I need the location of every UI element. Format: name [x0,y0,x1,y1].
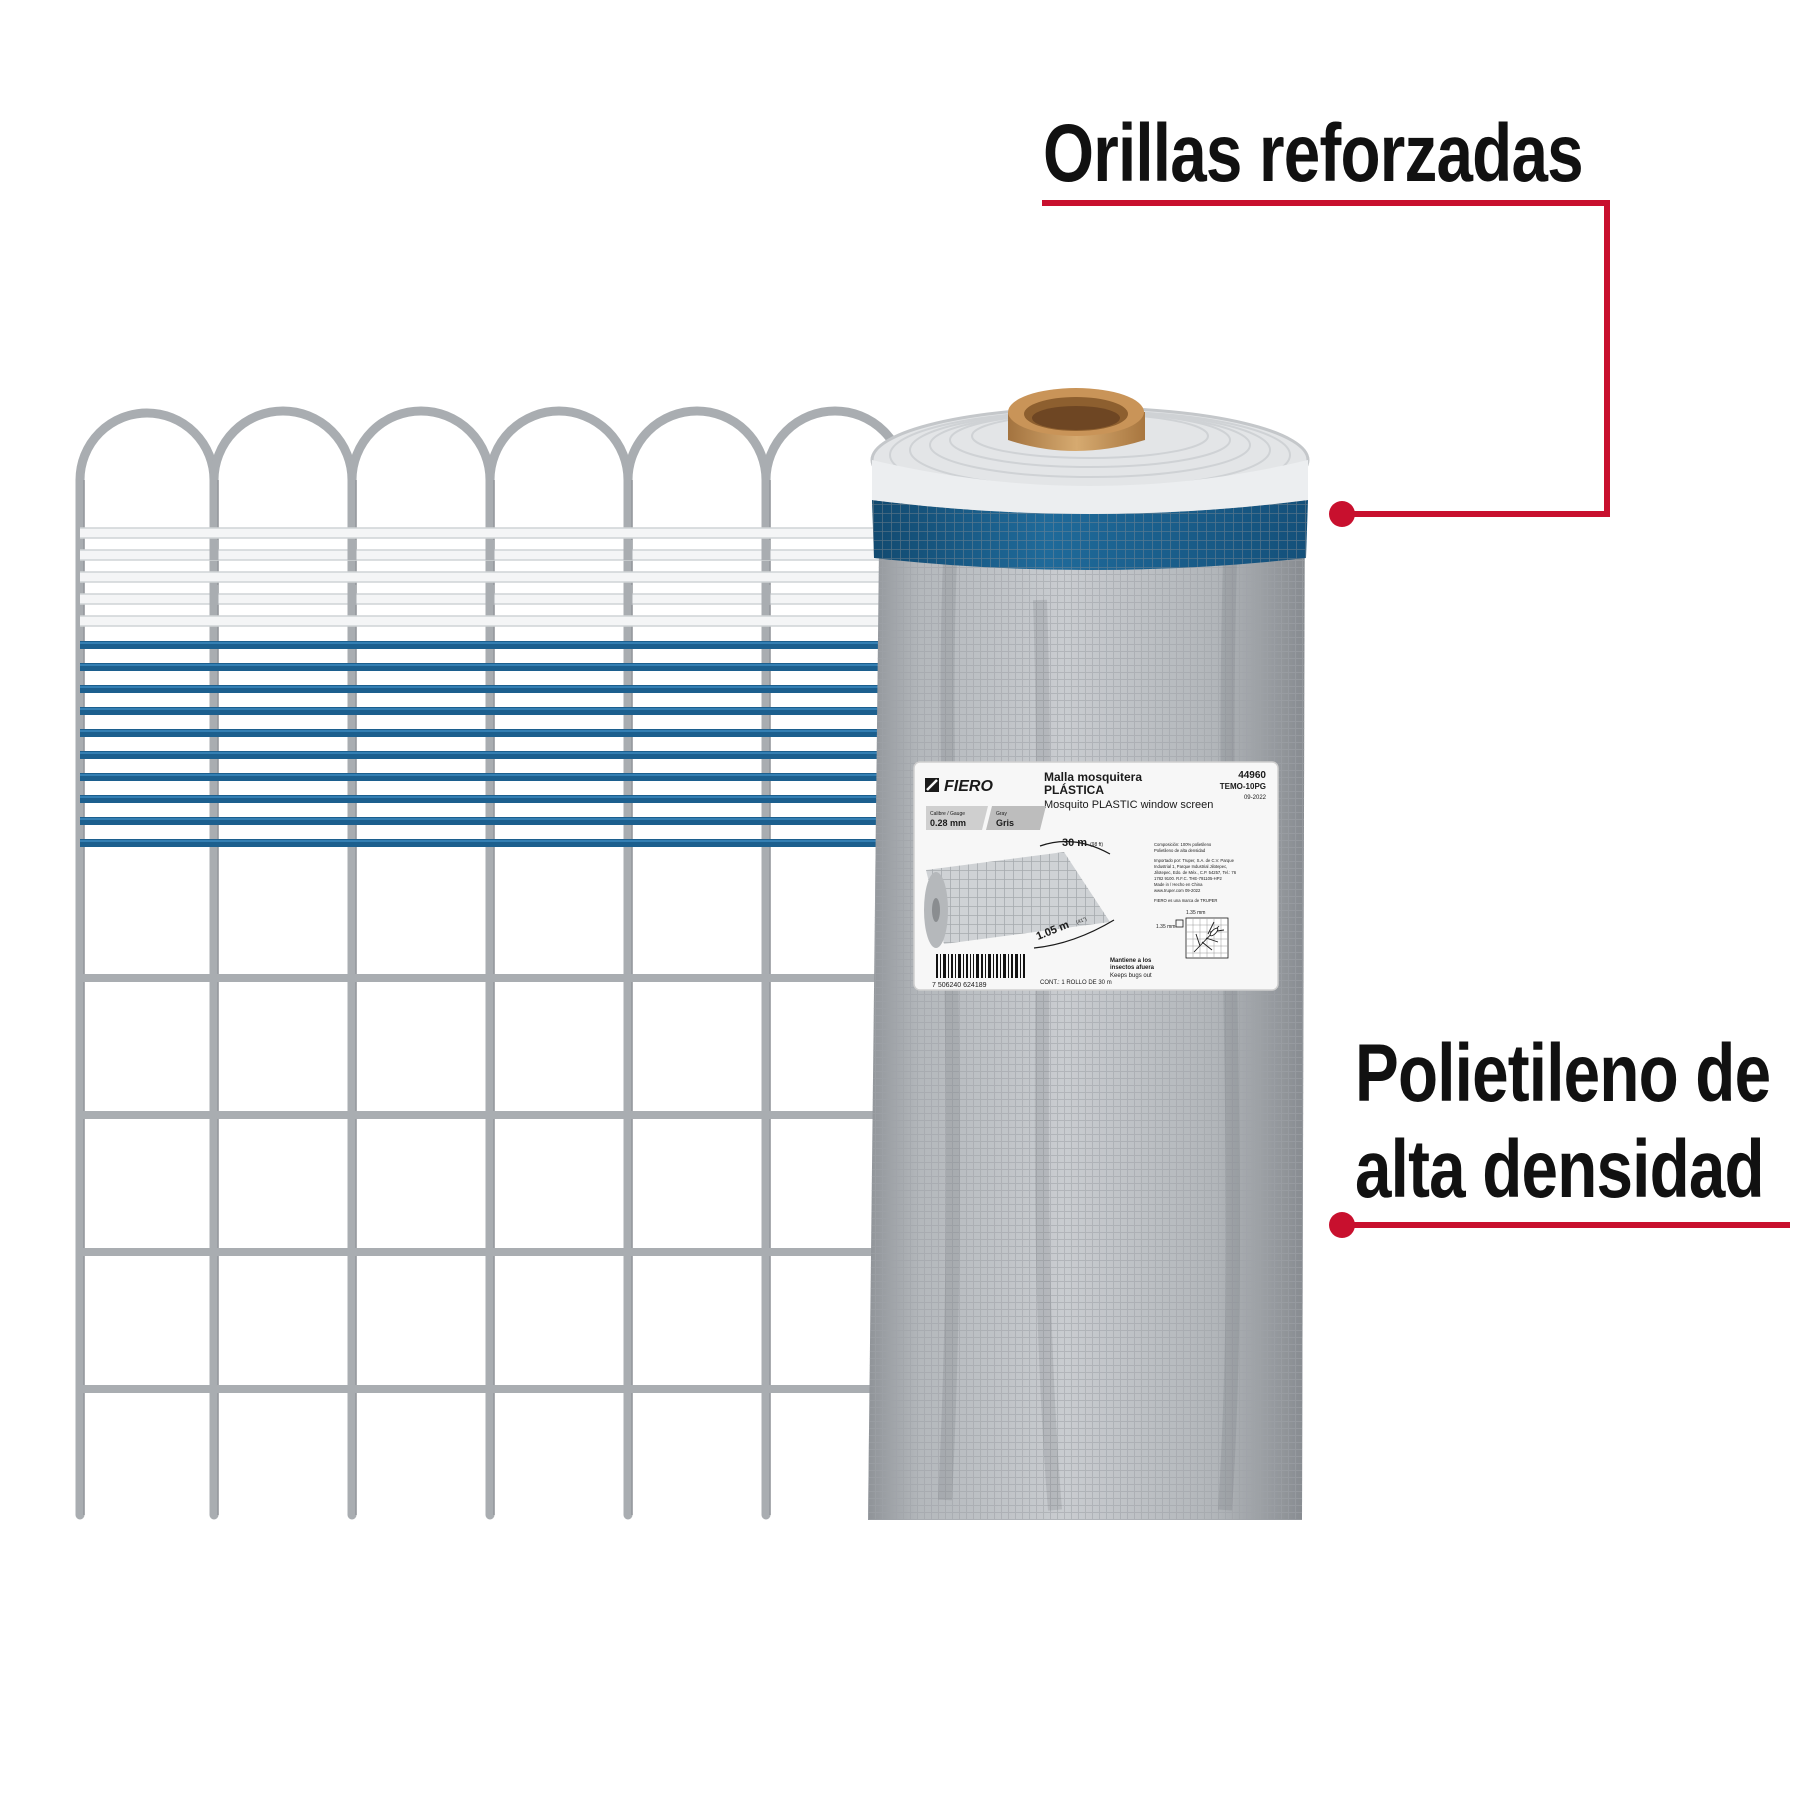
product-title-es: Malla mosquitera [1044,770,1142,784]
svg-text:Made in / Hecho en China: Made in / Hecho en China [1154,882,1203,887]
roll-illustration: 30 m (98 ft) 1.05 m (41") [924,837,1115,949]
callout-material-line1: Polietileno de [1355,1028,1771,1119]
svg-text:Industrial 1, Parque Industria: Industrial 1, Parque Industrial Jilotepe… [1154,864,1227,869]
gauge-value: 0.28 mm [930,818,966,828]
blue-strand-highlight [80,642,880,842]
callout-material-line2: alta densidad [1355,1124,1765,1215]
product-label: FIERO Malla mosquitera PLÁSTICA Mosquito… [913,761,1279,991]
svg-text:Importado por: Truper, S.A. de: Importado por: Truper, S.A. de C.V. Parq… [1154,858,1235,863]
color-value: Gris [996,818,1014,828]
barcode [936,954,1025,978]
benefit-en: Keeps bugs out [1110,973,1152,979]
callout-bottom-line [1329,1212,1790,1238]
length-value: 30 m [1062,837,1087,849]
callout-bottom-dot [1329,1212,1355,1238]
svg-text:Jilotepec, Edo. de Méx., C.P.: Jilotepec, Edo. de Méx., C.P. 54257, Tel… [1154,870,1237,875]
callout-reinforced-edges: Orillas reforzadas [1043,108,1584,199]
gauge-label: Calibre / Gauge [930,811,965,817]
benefit-es-2: insectos afuera [1110,965,1155,971]
svg-text:1782 9100. R.F.C. THE-791105-H: 1782 9100. R.F.C. THE-791105-HP2 [1154,876,1222,881]
mesh-size-v: 1.35 mm [1156,924,1175,930]
white-strands [80,528,880,626]
mesh-size-diagram: 1.35 mm 1.35 mm [1156,910,1229,959]
length-ft: (98 ft) [1090,842,1103,848]
brand-text: FIERO [944,778,993,795]
fiero-logo: FIERO [925,778,993,795]
label-fine-print: Composición: 100% polietileno Polietilen… [1154,842,1237,903]
spec-boxes: Calibre / Gauge 0.28 mm Gray Gris [926,806,1046,830]
product-title-es-2: PLÁSTICA [1044,782,1104,797]
benefit-es-1: Mantiene a los [1110,958,1152,964]
content-text: CONT.: 1 ROLLO DE 30 m [1040,980,1112,986]
svg-text:FIERO es una marca de TRUPER: FIERO es una marca de TRUPER [1154,898,1217,903]
barcode-number: 7 506240 624189 [932,982,987,989]
width-in: (41") [1076,916,1088,926]
gray-strands [80,974,880,1393]
sku: 44960 [1238,770,1266,781]
callout-material: Polietileno de alta densidad [1355,1028,1771,1215]
model: TEMO-10PG [1220,782,1266,791]
vertical-wire-shade [83,480,771,1515]
callout-top-line [1042,200,1610,527]
color-label: Gray [996,811,1007,817]
svg-text:www.truper.com 09-2022: www.truper.com 09-2022 [1154,888,1201,893]
mosquito-icon [1193,921,1225,953]
callout-top-dot [1329,501,1355,527]
svg-text:Composición: 100% polietileno: Composición: 100% polietileno [1154,842,1212,847]
product-title-en: Mosquito PLASTIC window screen [1044,799,1213,811]
weave-overlay [209,540,771,605]
cardboard-tube [1008,388,1145,451]
label-date: 09-2022 [1244,795,1267,801]
mesh-detail [75,406,909,1520]
svg-text:Polietileno de alta densidad: Polietileno de alta densidad [1154,848,1206,853]
mesh-size-h: 1.35 mm [1186,910,1205,916]
blue-strands [80,641,880,847]
vertical-wires [75,406,909,1520]
